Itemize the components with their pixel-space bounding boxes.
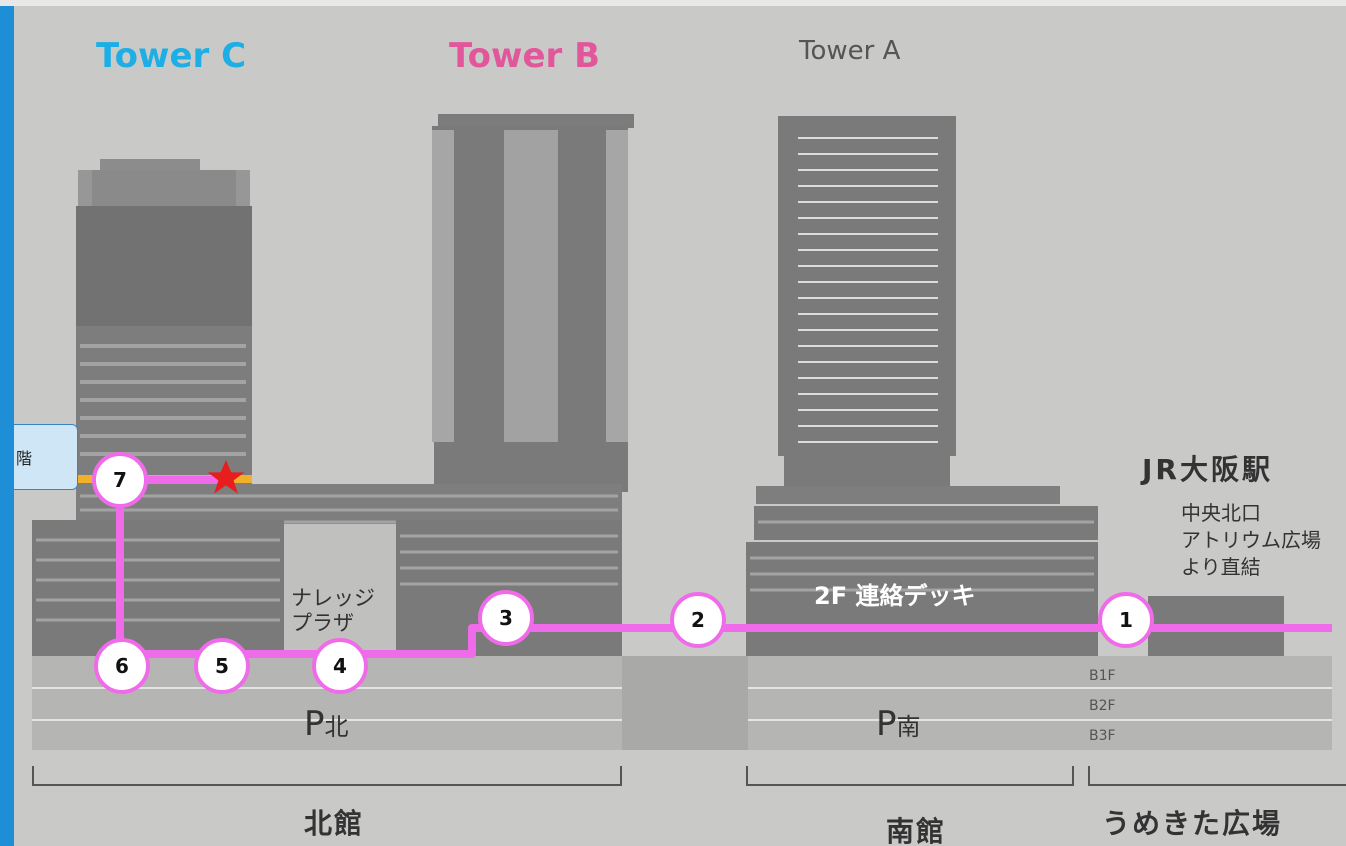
route-marker-6[interactable]: 6 [94, 638, 150, 694]
route-marker-2[interactable]: 2 [670, 592, 726, 648]
floor-callout: 階 [14, 424, 78, 490]
section-umekita-label: うめきた広場 [1102, 807, 1283, 840]
basement-band-south [748, 656, 1332, 750]
tower-c-label: Tower C [96, 36, 247, 76]
bracket-north [32, 766, 622, 786]
parking-south-label: P南 [876, 704, 921, 744]
parking-south-char: 南 [896, 713, 921, 741]
destination-star [207, 460, 245, 494]
floor-label-b2f: B2F [1089, 698, 1116, 714]
south-building [746, 486, 1098, 656]
route-marker-7[interactable]: 7 [92, 452, 148, 508]
parking-north-label: P北 [304, 704, 349, 744]
floor-label-b3f: B3F [1089, 728, 1116, 744]
parking-south-p: P [876, 704, 897, 744]
tower-a-building [778, 116, 956, 486]
route-marker-5[interactable]: 5 [194, 638, 250, 694]
basement-band-gap [622, 656, 748, 750]
parking-north-char: 北 [324, 713, 349, 741]
bracket-umekita [1088, 766, 1346, 786]
parking-north-p: P [304, 704, 325, 744]
section-south-label: 南館 [886, 815, 947, 846]
route-marker-1[interactable]: 1 [1098, 592, 1154, 648]
deck-label: 2F 連絡デッキ [814, 582, 976, 610]
tower-b-label: Tower B [449, 36, 601, 76]
building-diagram [32, 114, 1332, 750]
section-north-label: 北館 [304, 807, 365, 840]
floor-label-b1f: B1F [1089, 668, 1116, 684]
jr-station-title: JR大阪駅 [1142, 453, 1273, 486]
tower-a-label: Tower A [799, 36, 901, 66]
top-bar [0, 0, 1346, 6]
route-marker-4[interactable]: 4 [312, 638, 368, 694]
jr-station-subtitle: 中央北口 アトリウム広場 より直結 [1181, 501, 1321, 579]
tower-b-building [432, 114, 634, 492]
route-marker-3[interactable]: 3 [478, 590, 534, 646]
tower-c-building [76, 159, 252, 492]
knowledge-plaza-label: ナレッジ プラザ [291, 586, 375, 635]
building-map: Tower C Tower B Tower A ナレッジ プラザ 2F 連絡デッ… [14, 6, 1346, 846]
bracket-south [746, 766, 1074, 786]
